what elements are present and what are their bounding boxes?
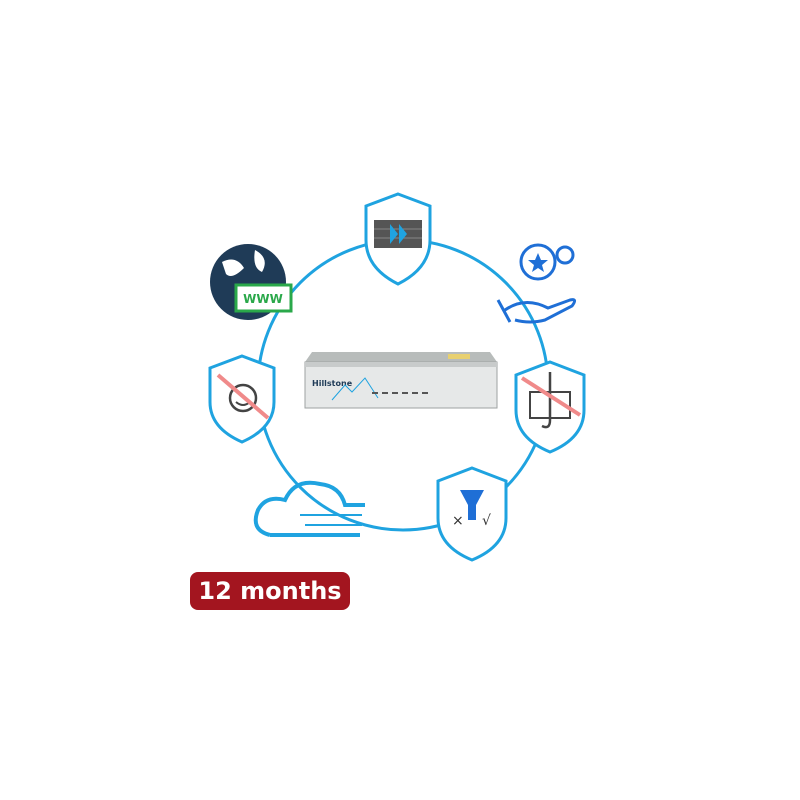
www-label: WWW — [243, 292, 283, 306]
firewall-device: Hillstone — [304, 352, 498, 409]
svg-text:×: × — [452, 513, 464, 529]
web-globe-icon: WWW — [210, 244, 293, 320]
award-hand-icon — [496, 243, 577, 324]
anti-phishing-shield-icon — [514, 360, 586, 454]
filter-shield-icon: × √ — [436, 466, 508, 562]
svg-text:√: √ — [482, 513, 491, 529]
cloud-icon — [253, 480, 365, 537]
anti-malware-shield-icon — [208, 354, 276, 444]
device-brand-logo: Hillstone — [312, 379, 353, 388]
firewall-shield-icon — [364, 192, 432, 286]
subscription-duration-badge: 12 months — [190, 572, 350, 610]
